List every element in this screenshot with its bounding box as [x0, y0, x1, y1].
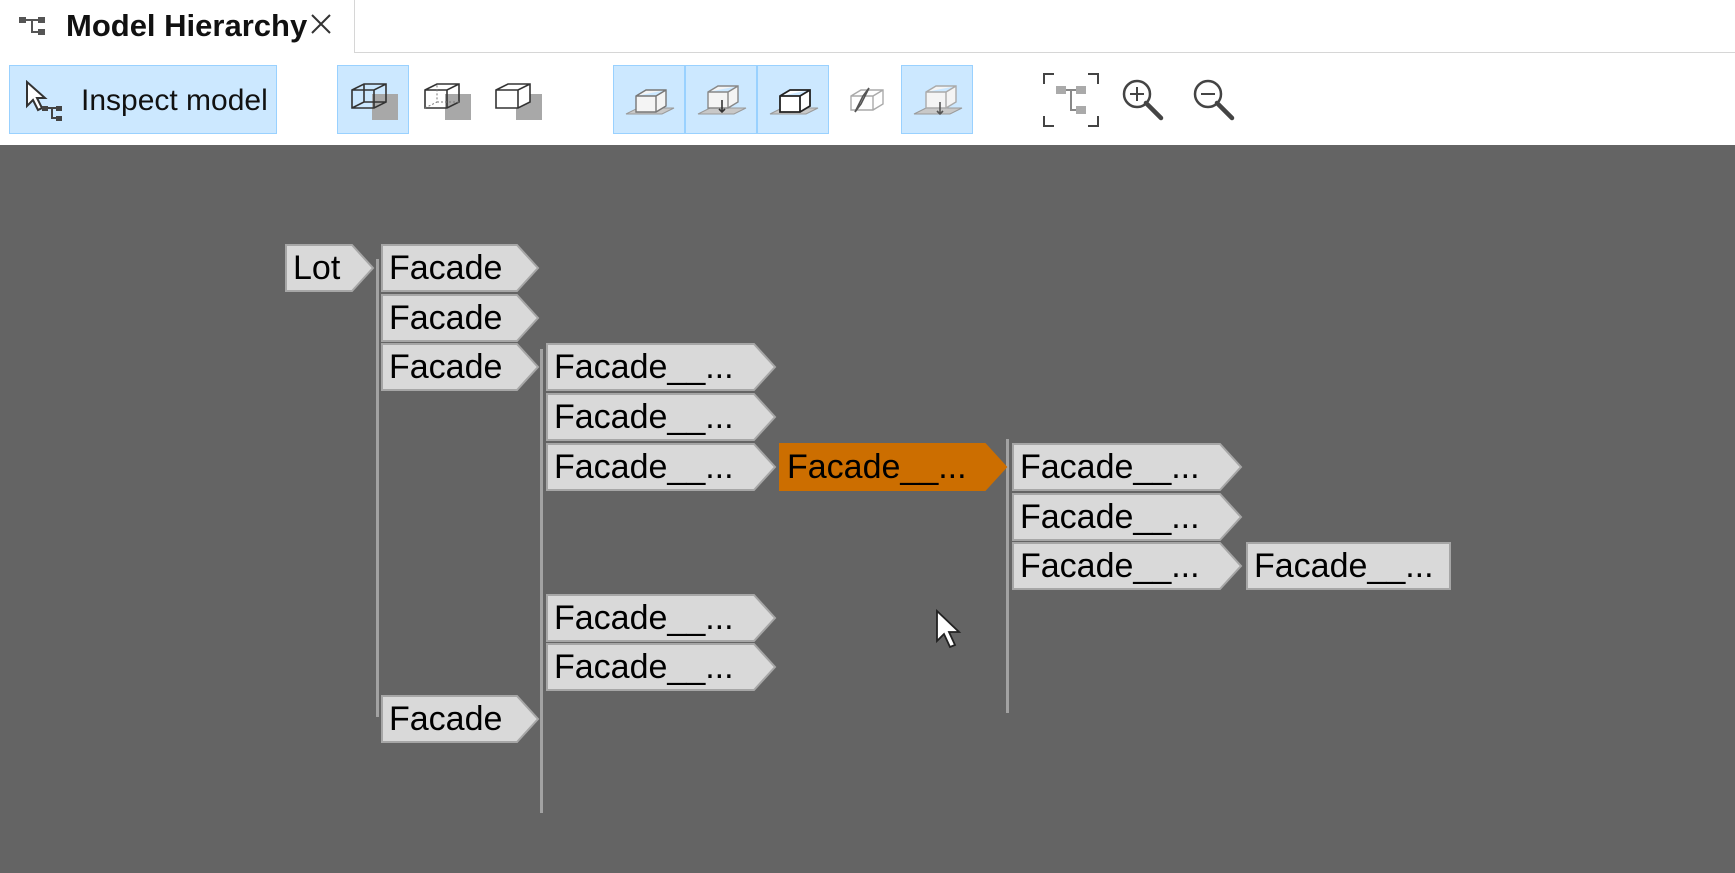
node-facade-selected[interactable]: Facade__... — [779, 443, 1008, 491]
node-label: Facade — [389, 299, 503, 337]
shape-down-arrow-icon — [697, 85, 747, 115]
shaded-button[interactable] — [481, 65, 551, 134]
node-facade-leaf[interactable]: Facade__... — [1246, 542, 1451, 590]
node-shape — [546, 443, 777, 491]
zoom-in-button[interactable] — [1106, 65, 1176, 134]
hidden-lines-box-icon — [424, 83, 471, 120]
connector-line — [1006, 439, 1009, 713]
node-label: Facade__... — [554, 398, 734, 436]
node-shape — [1012, 542, 1243, 590]
zoom-out-icon — [1193, 79, 1235, 121]
tab-bar: Model Hierarchy — [0, 0, 1735, 53]
node-facade-sub[interactable]: Facade__... — [546, 443, 777, 491]
hierarchy-icon — [19, 17, 45, 35]
node-shape — [546, 393, 777, 441]
section-plane-button[interactable] — [830, 65, 900, 134]
node-label: Facade__... — [554, 648, 734, 686]
node-label: Facade__... — [1020, 498, 1200, 536]
node-label: Facade__... — [1020, 547, 1200, 585]
node-shape — [381, 343, 540, 391]
zoom-in-icon — [1122, 79, 1164, 121]
node-facade-sub[interactable]: Facade__... — [546, 643, 777, 691]
hidden-lines-button[interactable] — [410, 65, 480, 134]
node-facade[interactable]: Facade — [381, 695, 540, 743]
node-lot[interactable]: Lot — [285, 244, 375, 292]
node-shape — [546, 594, 777, 642]
node-label: Facade — [389, 249, 503, 287]
node-label: Facade__... — [554, 448, 734, 486]
inspect-model-button[interactable]: Inspect model — [9, 65, 277, 134]
node-facade[interactable]: Facade — [381, 244, 540, 292]
node-facade-sub[interactable]: Facade__... — [1012, 443, 1243, 491]
node-label: Facade__... — [554, 599, 734, 637]
shape-solid-button[interactable] — [757, 65, 829, 134]
frame-hierarchy-icon — [1043, 73, 1099, 127]
frame-hierarchy-button[interactable] — [1035, 65, 1105, 134]
node-shape — [1012, 493, 1243, 541]
close-icon[interactable] — [309, 12, 333, 36]
shape-projected-button[interactable] — [685, 65, 757, 134]
node-shape — [546, 643, 777, 691]
solid-box-icon — [495, 83, 542, 120]
connector-line — [540, 349, 543, 813]
node-label: Facade__... — [787, 448, 967, 486]
node-facade-sub[interactable]: Facade__... — [546, 393, 777, 441]
node-label: Facade — [389, 700, 503, 738]
node-facade-sub[interactable]: Facade__... — [1012, 493, 1243, 541]
tab-title: Model Hierarchy — [66, 8, 308, 43]
node-shape — [1012, 443, 1243, 491]
node-shape — [1246, 542, 1451, 590]
wireframe-shaded-button[interactable] — [337, 65, 409, 134]
shape-ground-icon — [625, 89, 675, 115]
zoom-out-button[interactable] — [1177, 65, 1247, 134]
connector-line — [376, 259, 379, 717]
node-shape — [546, 343, 777, 391]
node-label: Facade__... — [1020, 448, 1200, 486]
node-shape — [779, 443, 1008, 491]
tab-divider — [355, 52, 1735, 53]
shape-on-ground-button[interactable] — [613, 65, 685, 134]
shape-occlusion-button[interactable] — [901, 65, 973, 134]
node-facade-sub[interactable]: Facade__... — [546, 594, 777, 642]
node-shape — [285, 244, 375, 292]
inspect-model-label: Inspect model — [81, 84, 268, 117]
tab-model-hierarchy[interactable]: Model Hierarchy — [0, 0, 355, 53]
node-facade[interactable]: Facade — [381, 294, 540, 342]
cursor-hierarchy-icon — [26, 80, 62, 121]
shape-solid-ground-icon — [769, 89, 819, 115]
node-facade[interactable]: Facade — [381, 343, 540, 391]
node-shape — [381, 294, 540, 342]
node-label: Facade__... — [554, 348, 734, 386]
node-facade-sub[interactable]: Facade__... — [1012, 542, 1243, 590]
section-plane-icon — [850, 87, 884, 113]
toolbar: Inspect model — [0, 53, 1735, 145]
node-facade-sub[interactable]: Facade__... — [546, 343, 777, 391]
wireframe-box-icon — [351, 83, 398, 120]
node-label: Lot — [293, 249, 341, 287]
node-label: Facade — [389, 348, 503, 386]
shape-faded-down-icon — [913, 85, 963, 116]
mouse-pointer-icon — [936, 609, 962, 649]
node-shape — [381, 244, 540, 292]
hierarchy-canvas[interactable]: Lot Facade Facade Facade Facade Facade__… — [0, 145, 1735, 873]
node-shape — [381, 695, 540, 743]
node-label: Facade__... — [1254, 547, 1434, 585]
